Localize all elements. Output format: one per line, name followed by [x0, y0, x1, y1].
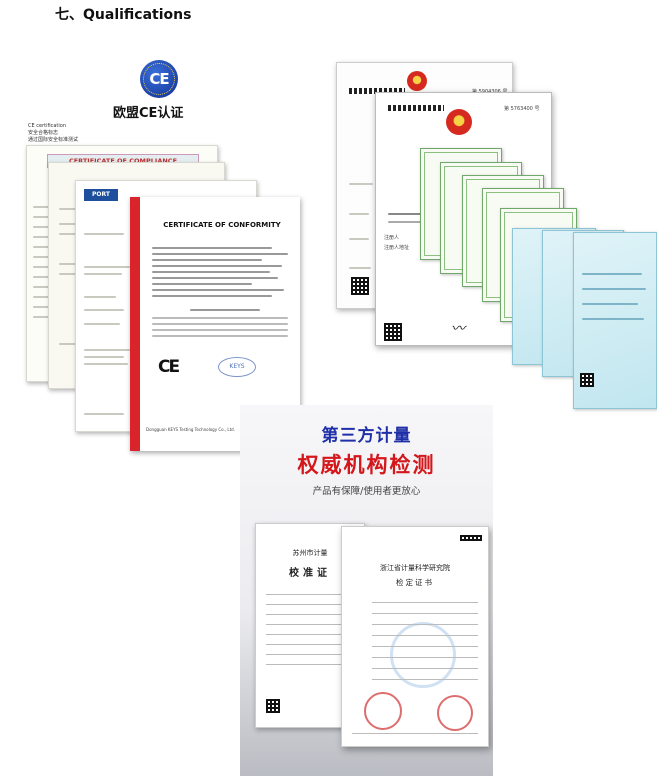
owner-label: 注册人 [384, 235, 400, 241]
metrology-title: 第三方计量 [321, 426, 412, 446]
watermark-icon [390, 622, 456, 688]
metrology-subtitle: 权威机构检测 [297, 453, 436, 477]
software-copyright-certificate [573, 232, 657, 409]
verification-certificate: 浙江省计量科学研究院 检定证书 [341, 526, 489, 747]
ce-caption-3: 通过国际安全标准测试 [28, 137, 79, 143]
front-cert-number: 第 5763400 号 [504, 106, 540, 112]
issuer-name: Dongguan KEYS Testing Technology Co., Lt… [146, 427, 235, 432]
qr-code-icon [580, 373, 594, 387]
signature-icon: 〰 [451, 321, 465, 337]
metrology-tagline: 产品有保障/使用者更放心 [312, 486, 421, 497]
owner-address-label: 注册人地址 [384, 245, 410, 251]
section-heading: 七、Qualifications [55, 7, 192, 23]
verification-title: 检定证书 [396, 578, 434, 587]
ce-caption-2: 安全合格标志 [28, 130, 59, 136]
calibration-org: 苏州市计量 [292, 549, 328, 557]
national-emblem-icon [446, 109, 472, 135]
qr-code-icon [266, 699, 280, 713]
verification-org: 浙江省计量科学研究院 [380, 564, 450, 572]
calibration-title: 校准证 [289, 568, 331, 579]
conformity-title: CERTIFICATE OF CONFORMITY [163, 221, 281, 229]
ce-mark: CE [158, 357, 180, 377]
ce-logo-icon: CE [140, 60, 178, 98]
ce-title: 欧盟CE认证 [113, 106, 184, 121]
qr-code-icon [351, 277, 369, 295]
official-stamp-icon [364, 692, 402, 730]
national-emblem-icon [407, 71, 427, 91]
qr-code-icon [384, 323, 402, 341]
keys-seal: KEYS [218, 357, 256, 377]
ce-caption-1: CE certification [28, 123, 67, 129]
barcode-icon [460, 535, 482, 541]
official-stamp-icon [437, 695, 473, 731]
metrology-panel: 第三方计量 权威机构检测 产品有保障/使用者更放心 苏州市计量 校准证 浙江省计… [240, 405, 493, 776]
conformity-side-bar [130, 197, 140, 451]
port-logo-icon: PORT [84, 189, 118, 201]
